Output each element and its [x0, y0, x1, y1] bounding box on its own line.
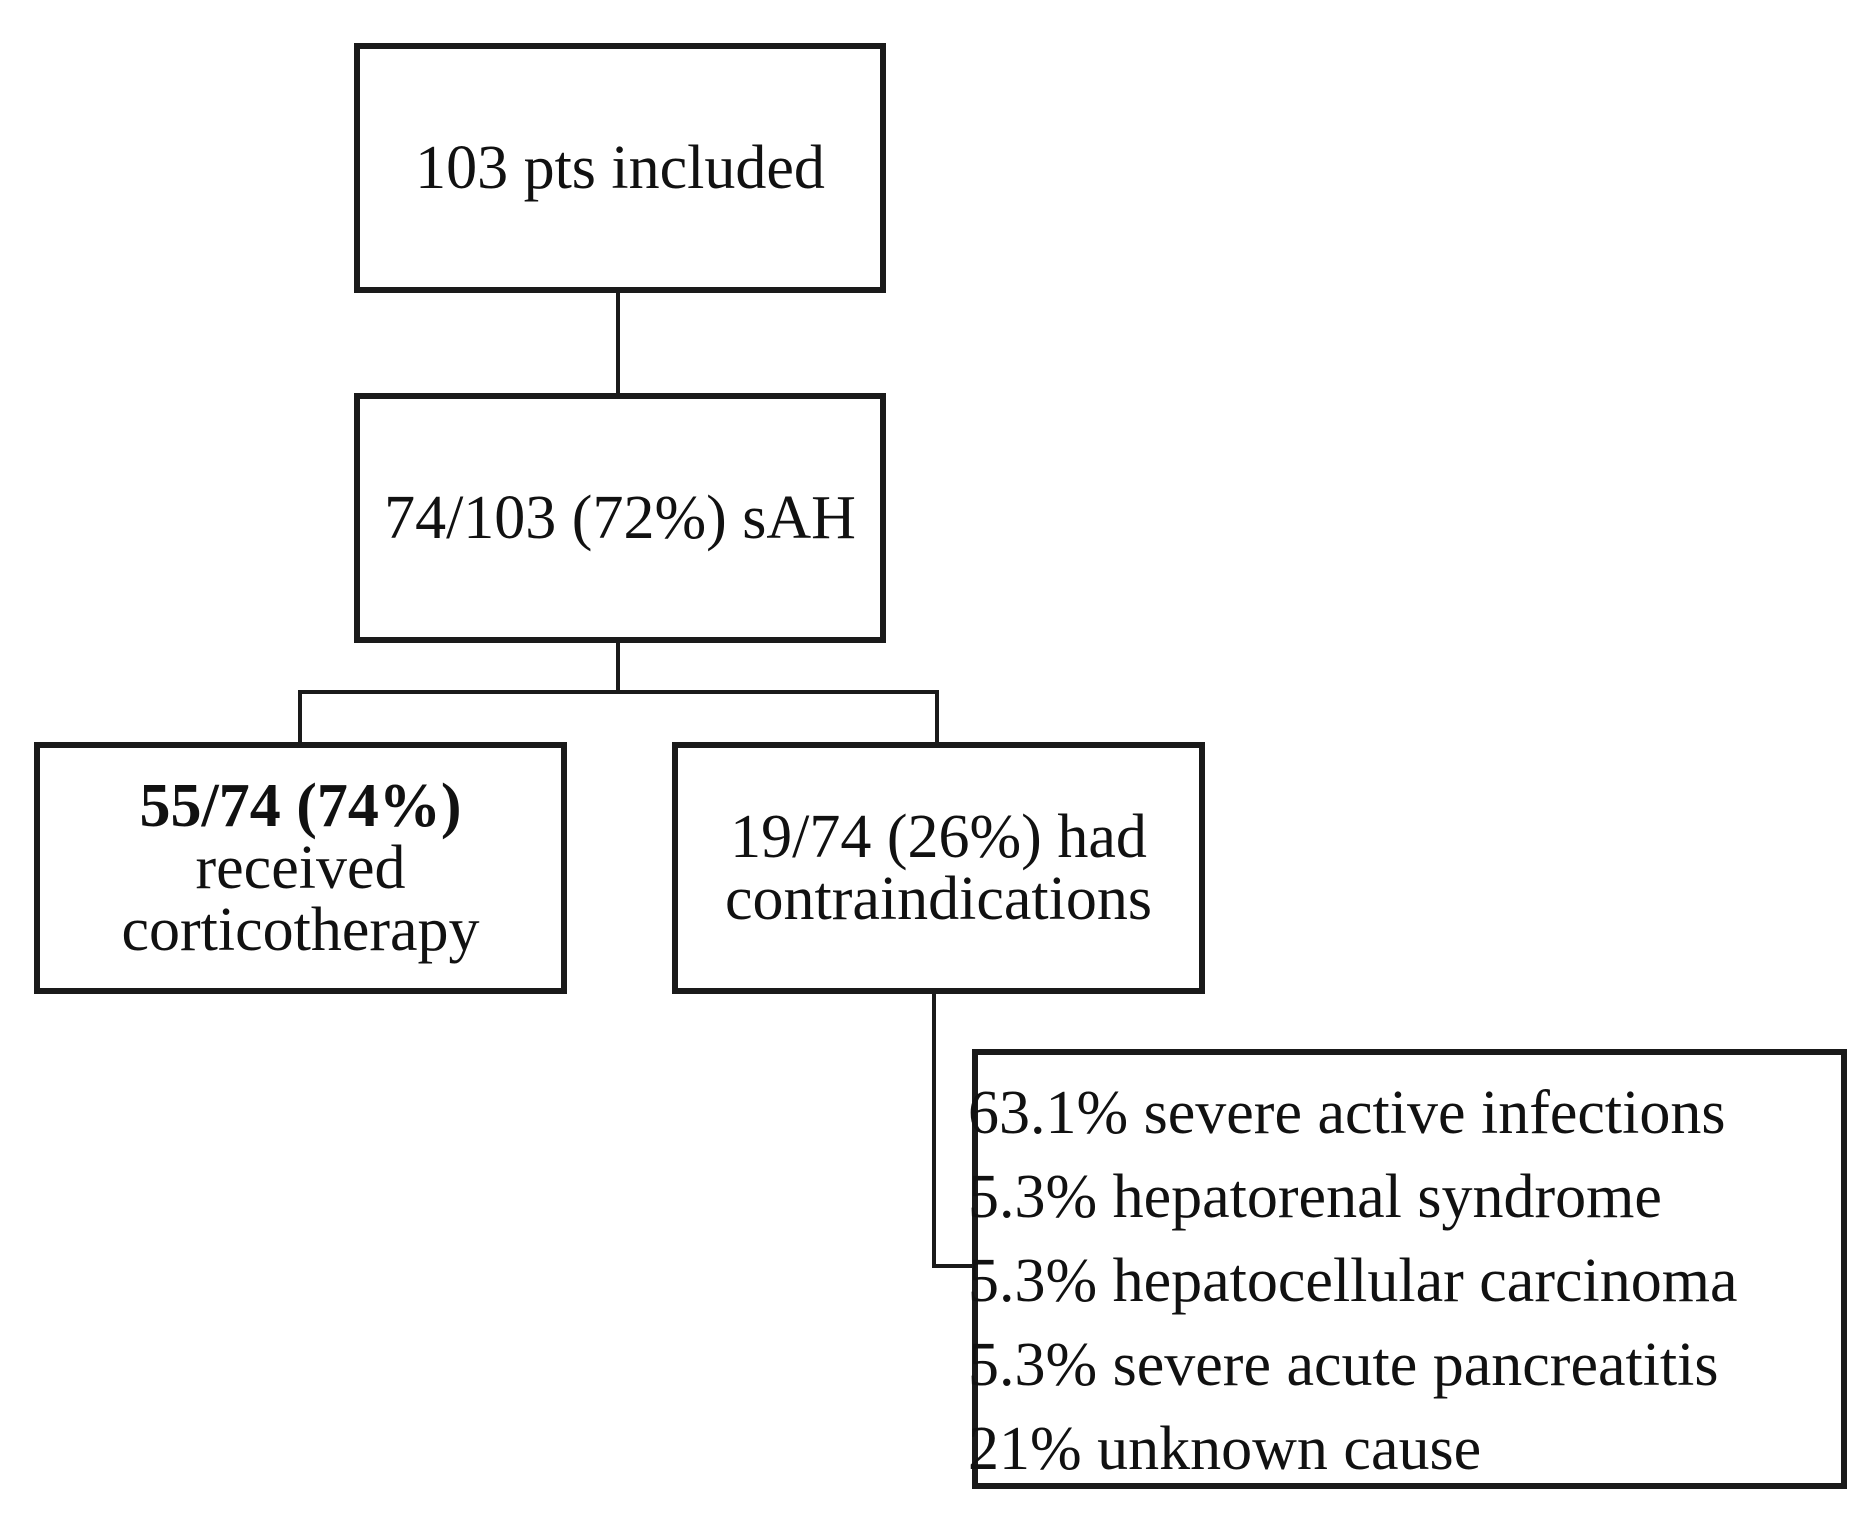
- node-sah: 74/103 (72%) sAH: [354, 393, 886, 643]
- connector-split-right-drop: [935, 690, 939, 742]
- node-sah-text: 74/103 (72%) sAH: [384, 484, 856, 552]
- reason-item: 5.3% hepatocellular carcinoma: [968, 1247, 1738, 1315]
- connector-included-to-sah: [616, 293, 620, 393]
- node-included: 103 pts included: [354, 43, 886, 293]
- node-contraindications: 19/74 (26%) had contraindications: [672, 742, 1205, 994]
- node-contra-line2: contraindications: [725, 865, 1152, 933]
- reason-item: 5.3% severe acute pancreatitis: [968, 1331, 1719, 1399]
- connector-contra-to-reasons: [932, 1264, 976, 1268]
- node-contra-line1: 19/74 (26%) had: [730, 803, 1147, 871]
- node-received-line3: corticotherapy: [121, 896, 480, 964]
- connector-sah-down: [616, 643, 620, 692]
- reason-item: 21% unknown cause: [968, 1415, 1482, 1483]
- reason-item: 63.1% severe active infections: [968, 1079, 1726, 1147]
- node-contraindication-reasons: 63.1% severe active infections 5.3% hepa…: [968, 1049, 1847, 1489]
- connector-split-horizontal: [298, 690, 939, 694]
- connector-split-left-drop: [298, 690, 302, 742]
- connector-contra-down: [932, 994, 936, 1268]
- node-received-corticotherapy: 55/74 (74%) received corticotherapy: [34, 742, 567, 994]
- node-received-count: 55/74 (74%): [139, 772, 462, 840]
- reason-item: 5.3% hepatorenal syndrome: [968, 1163, 1662, 1231]
- node-received-line2: received: [195, 834, 406, 902]
- node-included-text: 103 pts included: [415, 134, 825, 202]
